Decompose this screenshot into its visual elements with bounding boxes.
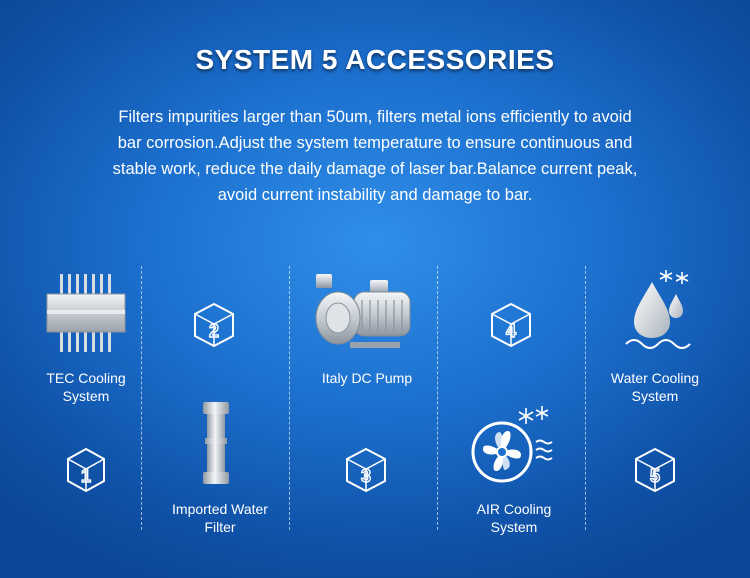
description: Filters impurities larger than 50um, fil…: [112, 108, 638, 204]
item-label-water-cooling: Water Cooling System: [610, 370, 700, 404]
item-label-water-filter: Imported Water Filter: [172, 501, 268, 535]
column-divider: [141, 266, 142, 530]
number-4-text: 4: [506, 321, 516, 341]
item-label-tec-cooling: TEC Cooling System: [46, 370, 126, 404]
page-title: SYSTEM 5 ACCESSORIES: [195, 44, 555, 75]
item-label-air-cooling: AIR Cooling System: [476, 501, 552, 535]
tec-heatsink-icon: [44, 272, 128, 354]
column-divider: [289, 266, 290, 530]
column-divider: [437, 266, 438, 530]
number-1-text: 1: [81, 466, 91, 486]
number-5-text: 5: [650, 466, 660, 486]
number-2-icon: 2: [191, 301, 237, 349]
number-3-icon: 3: [343, 446, 389, 494]
dc-pump-icon: [310, 270, 420, 356]
number-3-text: 3: [361, 466, 371, 486]
water-filter-icon: [200, 400, 232, 486]
item-label-dc-pump: Italy DC Pump: [321, 370, 413, 386]
number-2-text: 2: [209, 321, 219, 341]
air-fan-icon: [468, 402, 558, 484]
water-drop-icon: [622, 266, 694, 356]
number-1-icon: 1: [64, 446, 108, 494]
column-divider: [585, 266, 586, 530]
number-5-icon: 5: [632, 446, 678, 494]
number-4-icon: 4: [488, 301, 534, 349]
